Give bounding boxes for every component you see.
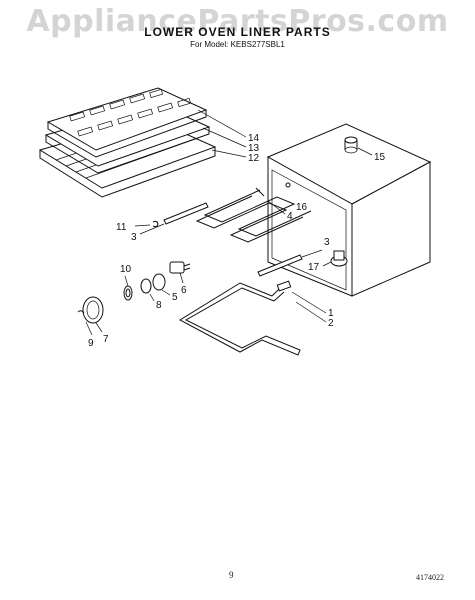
bake-element [178,249,327,356]
callout-17: 17 [308,262,320,273]
callout-8: 8 [156,300,162,311]
page-number: 9 [229,570,234,580]
callout-labels: 14 13 12 15 16 11 3 4 3 17 10 8 5 6 1 2 … [88,133,386,349]
callout-15: 15 [374,152,386,163]
callout-14: 14 [248,133,260,144]
callout-7: 7 [103,334,109,345]
watermark-logo: AppliancePartsPros.com [26,4,449,39]
callout-11: 11 [116,222,127,233]
callout-2: 2 [328,318,334,329]
callout-3-right: 3 [324,237,330,248]
callout-13: 13 [248,143,260,154]
broil-element [195,187,312,243]
callout-1: 1 [328,308,334,319]
callout-12: 12 [248,153,260,164]
light-socket-assembly [123,261,191,302]
document-number: 4174022 [416,573,444,582]
callout-5: 5 [172,292,178,303]
callout-10: 10 [120,264,132,275]
light-lens [77,296,104,336]
callout-4: 4 [287,211,293,222]
model-line: For Model: KEBS277SBL1 [190,40,285,49]
callout-3-left: 3 [131,232,137,243]
oven-racks [38,87,247,198]
callout-16: 16 [296,202,308,213]
callout-6: 6 [181,285,187,296]
callout-9: 9 [88,338,94,349]
bracket-and-screw [134,202,209,235]
page-title: LOWER OVEN LINER PARTS [144,25,331,39]
oven-liner-box [266,123,432,297]
